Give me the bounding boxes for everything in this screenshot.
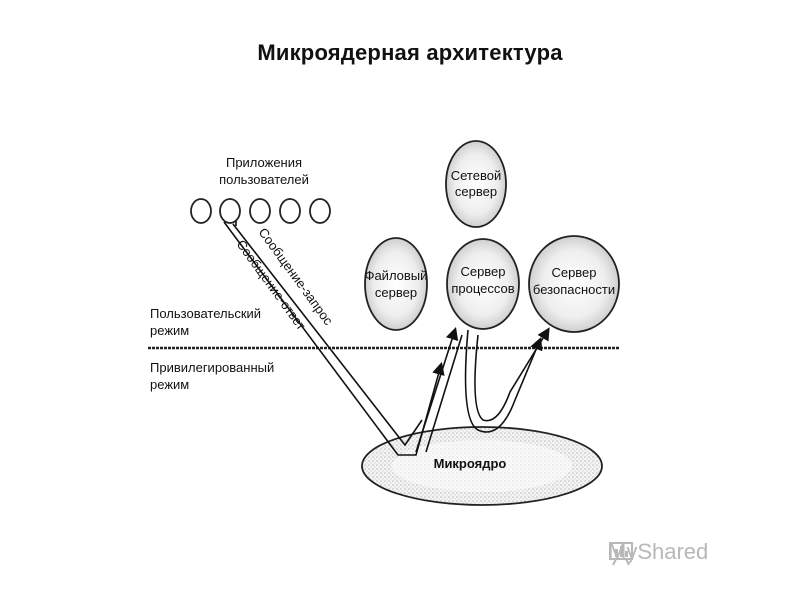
- privileged-mode-label-1: Привилегированный: [150, 360, 274, 375]
- svg-text:Сервер: Сервер: [460, 264, 505, 279]
- user-app-circle: [219, 198, 241, 224]
- myshared-logo-icon: [609, 542, 633, 566]
- svg-text:Файловый: Файловый: [365, 268, 428, 283]
- svg-text:процессов: процессов: [451, 281, 514, 296]
- user-app-circle: [249, 198, 271, 224]
- user-mode-label-1: Пользовательский: [150, 306, 261, 321]
- svg-text:сервер: сервер: [455, 184, 497, 199]
- watermark: MyShared: [608, 539, 708, 566]
- security-server: Сервер безопасности: [528, 235, 620, 333]
- svg-text:Сетевой: Сетевой: [451, 168, 501, 183]
- privileged-mode-label-2: режим: [150, 377, 189, 392]
- svg-text:безопасности: безопасности: [533, 282, 615, 297]
- svg-text:Сервер: Сервер: [551, 265, 596, 280]
- microkernel: Микроядро: [361, 426, 603, 506]
- user-mode-label-2: режим: [150, 323, 189, 338]
- svg-text:сервер: сервер: [375, 285, 417, 300]
- message-arrows: [223, 221, 550, 456]
- user-apps-label-2: пользователей: [219, 172, 309, 187]
- user-app-circles: [190, 198, 331, 224]
- slide-title: Микроядерная архитектура: [257, 40, 563, 65]
- user-app-circle: [279, 198, 301, 224]
- process-server: Сервер процессов: [446, 238, 520, 330]
- user-app-circle: [190, 198, 212, 224]
- user-app-circle: [309, 198, 331, 224]
- svg-text:Микроядро: Микроядро: [434, 456, 507, 471]
- network-server: Сетевой сервер: [445, 140, 507, 228]
- file-server: Файловый сервер: [364, 237, 428, 331]
- user-apps-label-1: Приложения: [226, 155, 302, 170]
